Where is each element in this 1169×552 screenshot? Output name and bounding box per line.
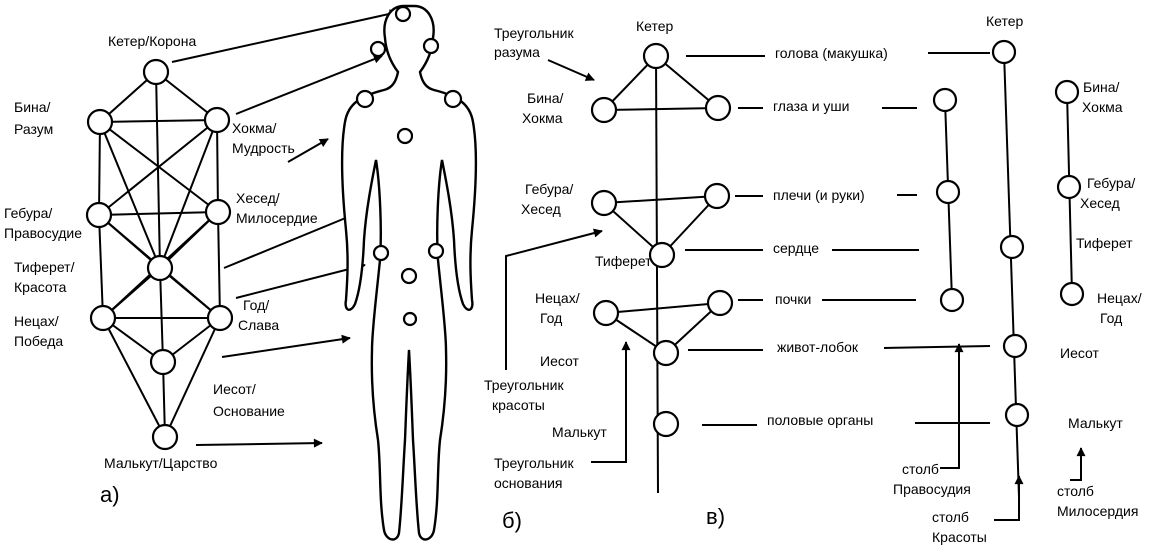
label-bina-razum: Бина/ Разум [14, 99, 54, 137]
c-right-node-top [1056, 81, 1078, 103]
sephira-netsah [91, 306, 115, 330]
b-label-malkut: Малькут [552, 424, 607, 440]
body-part-head: голова (макушка) [775, 45, 888, 61]
b-label-tiferet: Тиферет [595, 253, 652, 269]
c-label-pillar-beauty: столб Красоты [932, 509, 987, 545]
sephira-hokhma [205, 108, 229, 132]
b-node-bina [592, 98, 616, 122]
sephira-malkut [153, 425, 177, 449]
panel-label-b: б) [502, 508, 522, 533]
c-mid-node-iesot [1004, 335, 1026, 357]
panel-a: Кетер/Корона Бина/ Разум Хокма/ Мудрость… [4, 12, 398, 507]
c-mid-node-malkut [1006, 404, 1028, 426]
body-point-heart [398, 129, 412, 143]
c-left-node-middle [937, 181, 959, 203]
body-point-left-shoulder [357, 91, 373, 107]
body-part-abdomen: живот-лобок [777, 339, 859, 355]
b-label-gebura-hesed: Гебура/ Хесед [521, 181, 577, 217]
sephira-gebura [87, 203, 111, 227]
sephira-hesed [206, 200, 230, 224]
label-iesot-osnovanie: Иесот/ Основание [213, 381, 285, 419]
sephira-keter [144, 60, 168, 84]
label-netsah-pobeda: Нецах/ Победа [14, 313, 63, 349]
b-node-hod [708, 291, 732, 315]
sephira-hod [208, 306, 232, 330]
b-node-malkut [654, 412, 678, 436]
body-point-right-head [424, 39, 438, 53]
body-part-heart: сердце [773, 240, 819, 256]
c-mid-node-keter [993, 41, 1015, 63]
label-hokhma-mudrost: Хокма/ Мудрость [232, 120, 295, 156]
body-part-kidneys: почки [775, 291, 811, 307]
b-label-netsah-god: Нецах/ Год [535, 290, 583, 326]
c-mid-node-tiferet [1001, 236, 1023, 258]
b-label-triangle-beauty: Треугольник красоты [484, 377, 568, 413]
c-label-gebura-hesed: Гебура/ Хесед [1080, 175, 1139, 211]
label-god-slava: Год/ Слава [238, 297, 279, 333]
b-label-triangle-foundation: Треугольник основания [494, 455, 578, 491]
body-point-genitals [404, 313, 416, 325]
sephira-bina [88, 110, 112, 134]
c-left-node-top [934, 89, 956, 111]
b-label-triangle-reason: Треугольник разума [494, 25, 578, 60]
sephira-tiferet [148, 256, 172, 280]
label-tiferet-krasota: Тиферет/ Красота [14, 259, 78, 295]
b-node-iesot [654, 341, 678, 365]
c-label-malkut: Малькут [1068, 415, 1123, 431]
b-node-keter [644, 44, 668, 68]
panel-b: Кетер Треугольник разума Бина/ Хокма Геб… [484, 18, 732, 533]
body-point-abdomen [402, 269, 416, 283]
c-label-pillar-mercy: столб Милосердия [1057, 483, 1138, 519]
b-node-hokhma [706, 96, 730, 120]
b-node-tiferet [650, 243, 674, 267]
c-right-node-middle [1058, 176, 1080, 198]
label-keter-corona: Кетер/Корона [108, 33, 196, 49]
sephira-iesod [151, 350, 175, 374]
body-point-crown [396, 7, 410, 21]
c-label-iesot: Иесот [1060, 345, 1099, 361]
body-part-eyes-ears: глаза и уши [773, 98, 849, 114]
c-left-node-bottom [941, 289, 963, 311]
c-label-bina-hokhma: Бина/ Хокма [1082, 79, 1123, 115]
tree-of-life-paths [99, 72, 220, 437]
b-node-netsah [594, 301, 618, 325]
panel-c: Кетер Бина/ Хокма Гебура/ Хесед Тиферет … [706, 13, 1145, 545]
body-point-left-kidney [374, 246, 388, 260]
body-part-shoulders: плечи (и руки) [773, 187, 865, 203]
body-point-left-head [371, 42, 385, 56]
label-gebura-pravosudie: Гебура/ Правосудие [4, 205, 82, 241]
b-label-iesot: Иесот [540, 353, 579, 369]
label-hesed-miloserdie: Хесед/ Милосердие [236, 190, 318, 226]
panel-label-c: в) [706, 504, 725, 529]
human-figure [342, 6, 476, 539]
c-label-tiferet: Тиферет [1076, 235, 1133, 251]
b-label-keter: Кетер [636, 18, 674, 34]
c-label-netsah-god: Нецах/ Год [1097, 290, 1145, 326]
b-label-bina-hokhma: Бина/ Хокма [522, 90, 567, 126]
body-part-genitals: половые органы [767, 412, 873, 428]
b-node-hesed [705, 184, 729, 208]
label-malkut-tsarstvo: Малькут/Царство [104, 455, 218, 471]
body-point-right-shoulder [445, 91, 461, 107]
body-point-right-kidney [429, 244, 443, 258]
panel-label-a: а) [100, 482, 120, 507]
c-right-node-bottom [1061, 283, 1083, 305]
c-label-keter: Кетер [986, 13, 1024, 29]
b-node-gebura [592, 191, 616, 215]
